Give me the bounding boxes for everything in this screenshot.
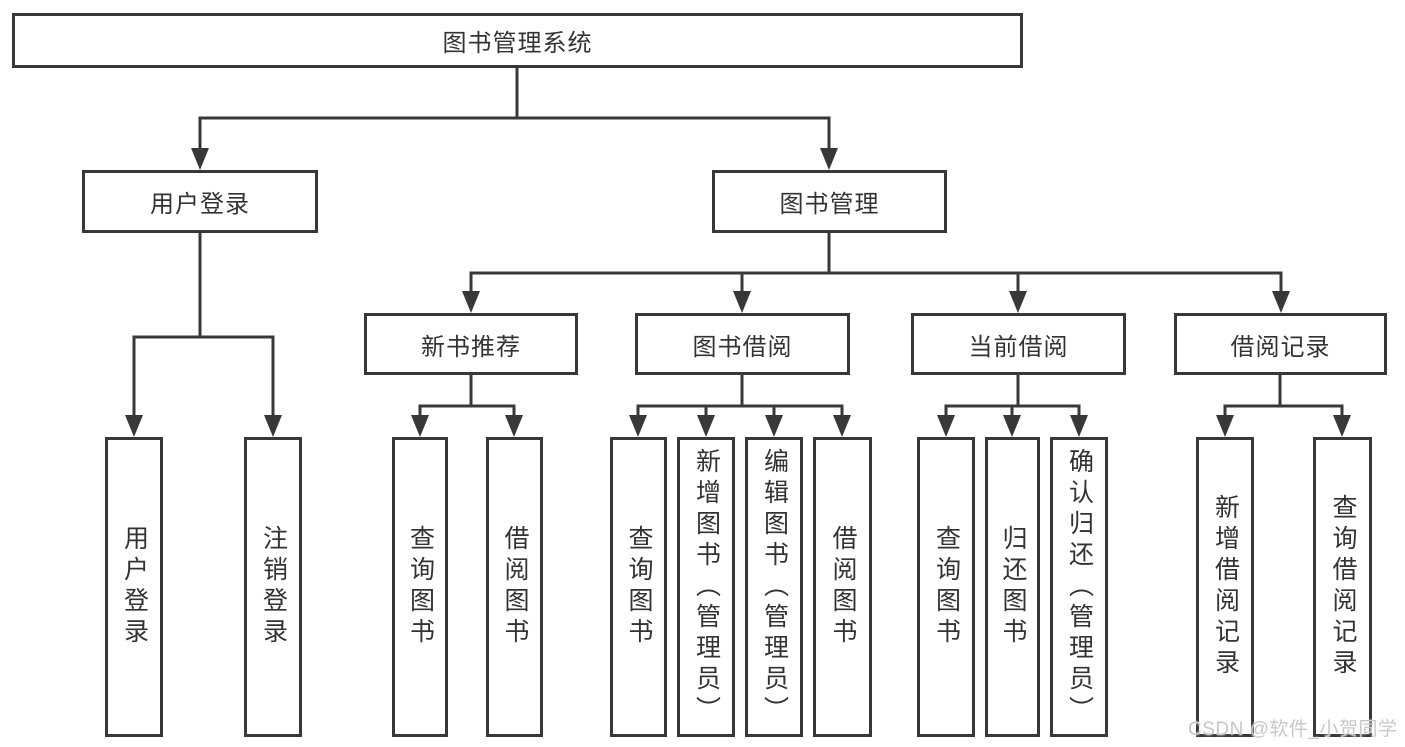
leaf-borrow-books-recommend: 借阅图书 <box>486 437 543 737</box>
leaf-return-books-label: 归还图书 <box>999 525 1027 649</box>
leaf-edit-book-admin: 编辑图书（管理员） <box>745 437 803 737</box>
watermark: CSDN @软件_小贺同学 <box>1188 719 1398 740</box>
node-new-book-recommend-label: 新书推荐 <box>421 333 521 361</box>
node-root: 图书管理系统 <box>12 13 1023 68</box>
node-current-borrowing: 当前借阅 <box>911 313 1126 375</box>
node-book-borrowing-label: 图书借阅 <box>692 333 793 361</box>
leaf-query-books-current: 查询图书 <box>917 437 975 737</box>
node-root-label: 图书管理系统 <box>442 30 593 57</box>
leaf-query-borrow-record-label: 查询借阅记录 <box>1329 494 1357 680</box>
node-user-login-label: 用户登录 <box>150 191 250 218</box>
leaf-logout: 注销登录 <box>244 437 302 737</box>
node-book-management-label: 图书管理 <box>779 191 880 218</box>
leaf-query-books-borrowing: 查询图书 <box>610 437 667 737</box>
node-borrowing-records: 借阅记录 <box>1174 313 1387 375</box>
leaf-add-borrow-record: 新增借阅记录 <box>1196 437 1254 737</box>
leaf-confirm-return-admin-label: 确认归还（管理员） <box>1065 447 1094 727</box>
leaf-user-login-label: 用户登录 <box>120 525 149 649</box>
node-user-login: 用户登录 <box>82 170 318 233</box>
leaf-borrow-books-2: 借阅图书 <box>813 437 872 737</box>
leaf-edit-book-admin-label: 编辑图书（管理员） <box>760 447 789 727</box>
node-book-borrowing: 图书借阅 <box>635 313 850 375</box>
leaf-logout-label: 注销登录 <box>259 525 288 649</box>
node-current-borrowing-label: 当前借阅 <box>968 333 1069 361</box>
leaf-borrow-books-2-label: 借阅图书 <box>829 525 857 649</box>
leaf-add-borrow-record-label: 新增借阅记录 <box>1211 494 1240 680</box>
leaf-user-login: 用户登录 <box>105 437 163 737</box>
node-book-management: 图书管理 <box>712 170 947 233</box>
leaf-return-books: 归还图书 <box>985 437 1040 737</box>
leaf-query-books-current-label: 查询图书 <box>932 525 961 649</box>
leaf-query-borrow-record: 查询借阅记录 <box>1313 437 1372 737</box>
leaf-query-books-borrowing-label: 查询图书 <box>625 525 653 649</box>
leaf-add-book-admin-label: 新增图书（管理员） <box>692 447 721 727</box>
leaf-query-books-recommend: 查询图书 <box>392 437 448 737</box>
leaf-add-book-admin: 新增图书（管理员） <box>677 437 735 737</box>
leaf-confirm-return-admin: 确认归还（管理员） <box>1050 437 1108 737</box>
node-new-book-recommend: 新书推荐 <box>364 313 578 375</box>
leaf-query-books-recommend-label: 查询图书 <box>406 525 435 649</box>
leaf-borrow-books-recommend-label: 借阅图书 <box>501 525 529 649</box>
node-borrowing-records-label: 借阅记录 <box>1230 333 1331 361</box>
